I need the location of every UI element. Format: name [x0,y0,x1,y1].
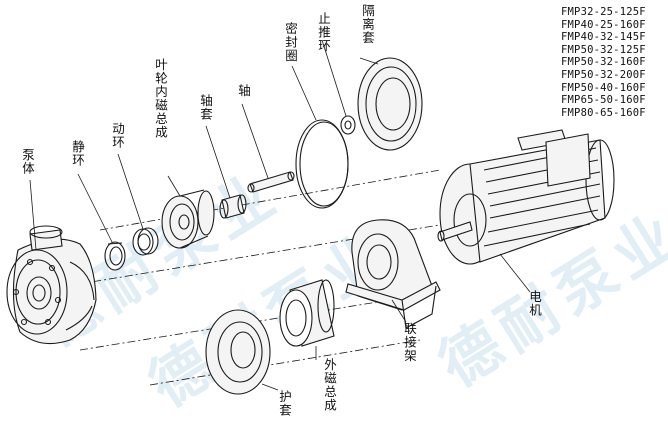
impeller-inner-magnet-part [161,189,215,249]
outer-magnet-part [279,279,335,347]
label-static-ring: 静环 [70,140,85,167]
model-item: FMP50-40-160F [561,81,646,94]
model-item: FMP80-65-160F [561,106,646,119]
seal-ring-part [295,119,349,209]
pump-body-part [6,225,97,345]
model-item: FMP65-50-160F [561,94,646,107]
label-thrust-ring: 止推环 [316,12,331,53]
label-outer-magnet: 外磁总成 [322,358,337,412]
thrust-ring-part [340,115,356,135]
coupling-frame-part [345,219,441,329]
label-impeller: 叶轮内磁总成 [153,58,168,139]
label-seal-ring: 密封圈 [283,22,298,63]
label-shaft: 轴 [236,84,251,98]
moving-ring-part [132,227,159,256]
label-moving-ring: 动环 [110,122,125,149]
sleeve-part [219,194,247,219]
label-motor: 电机 [527,290,542,317]
model-item: FMP50-32-160F [561,56,646,69]
isolation-sleeve-part [357,57,423,151]
model-list: FMP32-25-125F FMP40-25-160F FMP40-32-145… [561,6,665,119]
shaft-part [247,171,295,193]
model-item: FMP50-32-200F [561,68,646,81]
motor-part [437,129,615,265]
model-item: FMP40-32-145F [561,31,646,44]
label-sleeve: 轴套 [198,94,213,121]
label-isolation-sleeve: 隔离套 [360,4,375,45]
label-pump-body: 泵体 [20,148,35,175]
static-ring-part [104,241,126,271]
label-guard-sleeve: 护套 [277,390,292,417]
model-item: FMP40-25-160F [561,18,646,31]
leader-lines [29,39,531,391]
guard-sleeve-part [205,309,271,395]
label-coupling-frame: 联接架 [402,322,417,363]
model-item: FMP50-32-125F [561,43,646,56]
model-item: FMP32-25-125F [561,6,646,18]
